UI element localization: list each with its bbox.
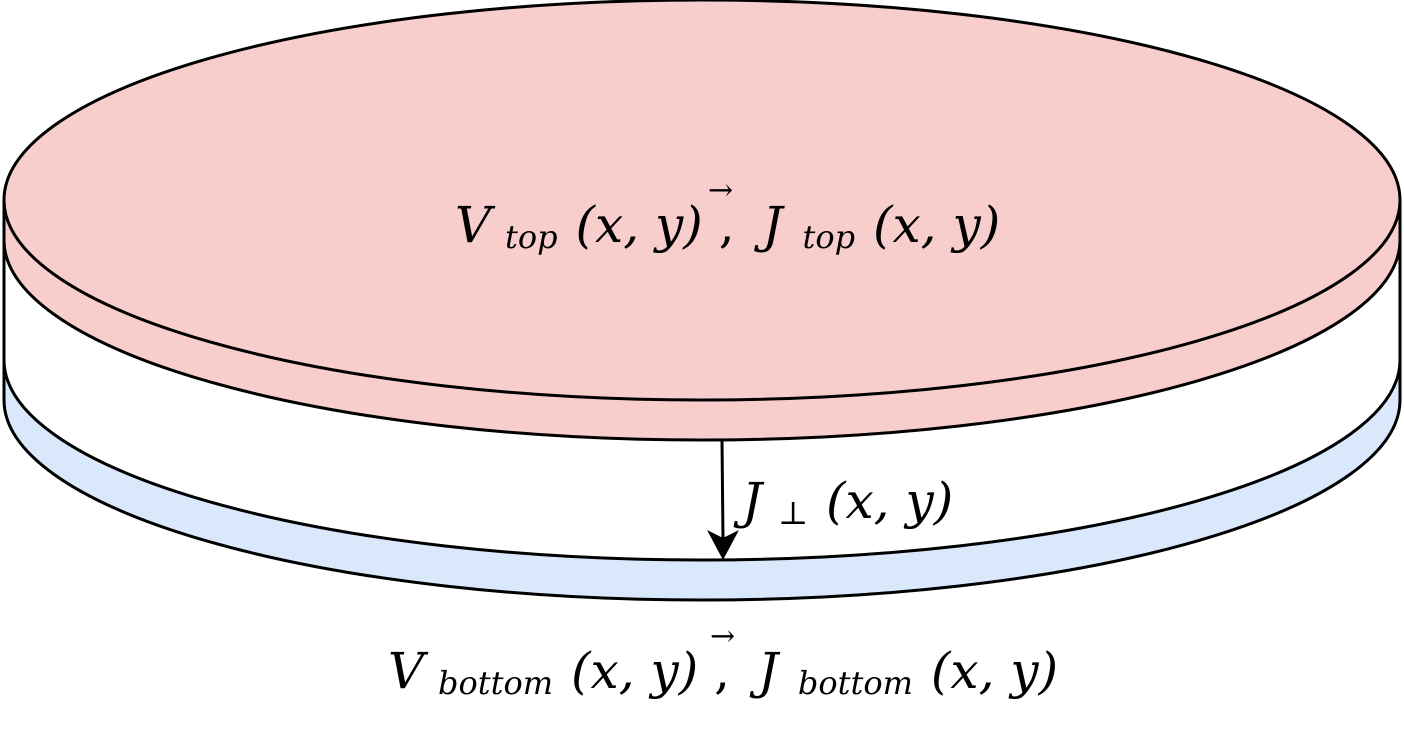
top-voltage-symbol: V [455,196,496,254]
bottom-current-vector-arrow: → [710,619,735,654]
bottom-separator: , [714,642,730,700]
top-voltage-args: (x, y) [576,196,703,254]
perp-current-args: (x, y) [826,472,953,530]
top-voltage-subscript: top [505,218,558,256]
bottom-current-args: (x, y) [931,642,1058,700]
top-current-args: (x, y) [873,196,1000,254]
top-layer-surface [2,0,1402,402]
perp-current-label: J ⊥ (x, y) [733,472,953,536]
bottom-voltage-subscript: bottom [438,664,553,702]
bottom-voltage-symbol: V [388,642,429,700]
arrow-head [707,530,739,560]
middle-layer-bottom-edge [2,359,1402,562]
perpendicular-current-arrow [707,439,739,560]
top-separator: , [719,196,735,254]
bottom-current-symbol: J [749,642,781,700]
top-current-subscript: top [802,218,855,256]
arrow-shaft [720,439,725,541]
top-layer-side-edge [2,239,1402,442]
bottom-layer-bottom-edge [2,399,1402,602]
bottom-current-subscript: bottom [798,664,913,702]
top-surface-label: V top (x, y) , J top (x, y) [455,196,1000,260]
top-current-vector-arrow: → [708,173,733,208]
top-layer [2,0,1402,442]
perp-current-subscript: ⊥ [778,494,808,532]
bottom-voltage-args: (x, y) [571,642,698,700]
